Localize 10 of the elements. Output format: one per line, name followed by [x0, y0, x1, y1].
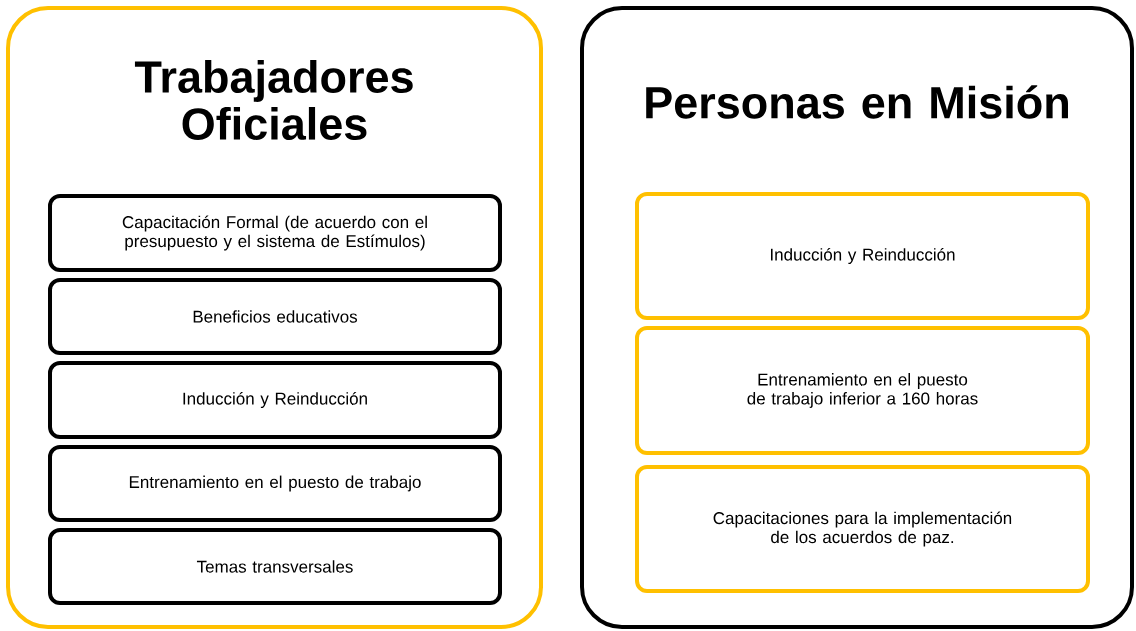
item-box: Entrenamiento en el puesto de trabajo: [48, 445, 502, 522]
item-box: Capacitaciones para la implementación de los acuerdos de paz.: [635, 465, 1090, 593]
panel-heading: Personas en Misión: [646, 85, 1068, 119]
item-box: Inducción y Reinducción: [48, 361, 502, 439]
item-box: Entrenamiento en el puesto de trabajo inferior a 160 horas: [635, 326, 1090, 455]
item-box: Inducción y Reinducción: [635, 192, 1090, 320]
panel-heading: Trabajadores Oficiales: [134, 59, 413, 140]
item-box: Temas transversales: [48, 528, 502, 605]
item-box: Beneficios educativos: [48, 278, 502, 355]
item-box: Capacitación Formal (de acuerdo con el presupuesto y el sistema de Estímulos): [48, 194, 502, 272]
